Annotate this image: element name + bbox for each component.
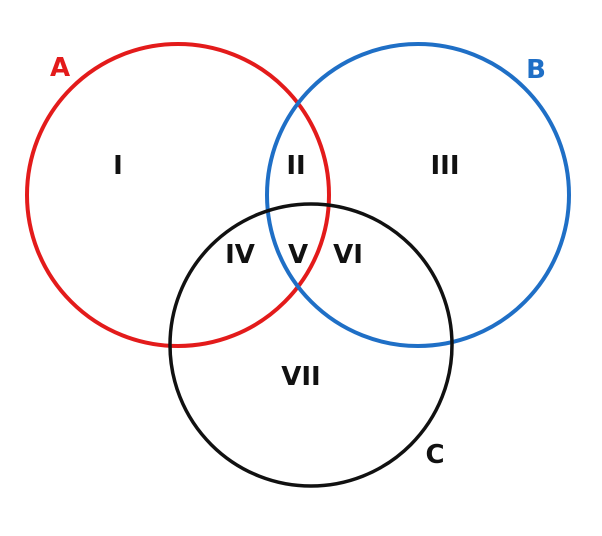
region-label-1: I	[113, 151, 123, 181]
circle-a	[25, 42, 331, 348]
region-label-4: IV	[225, 240, 255, 270]
region-label-7: VII	[281, 362, 320, 392]
circle-b	[265, 42, 571, 348]
region-label-3: III	[430, 151, 459, 181]
set-label-c: C	[425, 440, 444, 470]
region-label-6: VI	[333, 240, 363, 270]
set-label-b: B	[526, 55, 546, 85]
region-label-2: II	[286, 151, 305, 181]
circle-c	[168, 202, 454, 488]
region-label-5: V	[288, 240, 308, 270]
set-label-a: A	[50, 53, 70, 83]
